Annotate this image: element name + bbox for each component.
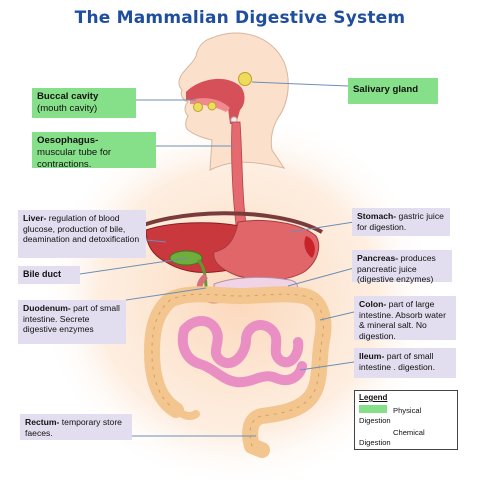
label-oesophagus-desc: muscular tube for contractions. bbox=[37, 147, 112, 170]
legend-chemical-line2: Digestion bbox=[359, 438, 391, 447]
label-duodenum-desc: part of small intestine. Secrete digesti… bbox=[23, 303, 120, 335]
pointer-bile-duct bbox=[79, 257, 189, 275]
legend-physical-line2: Digestion bbox=[359, 416, 391, 425]
label-stomach-name: Stomach- bbox=[357, 211, 397, 221]
label-colon: Colon- part of large intestine. Absorb w… bbox=[354, 296, 456, 341]
pointer-lines bbox=[79, 81, 355, 437]
label-bile-duct: Bile duct bbox=[18, 266, 80, 284]
label-bile-duct-name: Bile duct bbox=[23, 269, 62, 279]
label-buccal-name: Buccal cavity bbox=[37, 91, 99, 102]
label-ileum-desc: part of small intestine . digestion. bbox=[359, 351, 435, 372]
diaphragm bbox=[127, 211, 323, 234]
label-ileum-name: Ileum- bbox=[359, 351, 385, 361]
pointer-stomach bbox=[289, 221, 355, 233]
label-stomach: Stomach- gastric juice for digestion. bbox=[352, 208, 450, 236]
pointer-liver bbox=[145, 239, 167, 243]
label-duodenum-name: Duodenum- bbox=[23, 303, 71, 313]
label-pancreas: Pancreas- produces pancreatic juice (dig… bbox=[352, 250, 452, 285]
pointer-duodenum bbox=[125, 287, 207, 301]
label-liver: Liver- regulation of blood glucose, prod… bbox=[18, 210, 146, 258]
label-rectum-desc: temporary store faeces. bbox=[25, 417, 122, 438]
label-colon-name: Colon- bbox=[359, 299, 387, 309]
label-oesophagus-name: Oesophagus- bbox=[37, 135, 99, 146]
salivary-gland-upper bbox=[238, 72, 252, 86]
label-buccal-cavity: Buccal cavity (mouth cavity) bbox=[32, 88, 136, 118]
salivary-gland-sublingual bbox=[193, 102, 203, 112]
label-rectum-name: Rectum- bbox=[25, 417, 60, 427]
pointer-colon bbox=[319, 311, 355, 321]
pointer-pancreas bbox=[287, 267, 355, 287]
label-salivary-name: Salivary gland bbox=[353, 84, 419, 95]
label-pancreas-name: Pancreas- bbox=[357, 253, 399, 263]
legend-swatch-chemical bbox=[359, 427, 387, 435]
pointer-ileum bbox=[299, 361, 355, 371]
legend-title: Legend bbox=[359, 393, 388, 402]
label-oesophagus: Oesophagus- muscular tube for contractio… bbox=[32, 132, 156, 170]
legend-swatch-physical bbox=[359, 405, 387, 413]
label-liver-desc: regulation of blood glucose, production … bbox=[23, 213, 140, 245]
label-stomach-desc: gastric juice for digestion. bbox=[357, 211, 444, 232]
label-colon-desc: part of large intestine. Absorb water & … bbox=[359, 299, 446, 341]
ileum bbox=[177, 316, 307, 388]
label-pancreas-desc: produces pancreatic juice (digestive enz… bbox=[357, 253, 436, 285]
label-ileum: Ileum- part of small intestine . digesti… bbox=[354, 348, 456, 378]
label-liver-name: Liver- bbox=[23, 213, 47, 223]
legend-physical-line1: Physical bbox=[393, 406, 422, 415]
pointer-salivary bbox=[251, 81, 349, 87]
appendix bbox=[172, 404, 200, 420]
label-salivary-gland: Salivary gland bbox=[348, 78, 438, 104]
legend-chemical-line1: Chemical bbox=[393, 428, 425, 437]
label-buccal-desc: (mouth cavity) bbox=[37, 103, 98, 114]
diagram-title: The Mammalian Digestive System bbox=[74, 8, 406, 28]
label-rectum: Rectum- temporary store faeces. bbox=[20, 414, 132, 440]
salivary-gland-submandibular bbox=[207, 101, 217, 111]
legend: Legend Physical Digestion Chemical Diges… bbox=[354, 390, 458, 450]
spleen bbox=[304, 236, 315, 258]
label-duodenum: Duodenum- part of small intestine. Secre… bbox=[18, 300, 126, 344]
